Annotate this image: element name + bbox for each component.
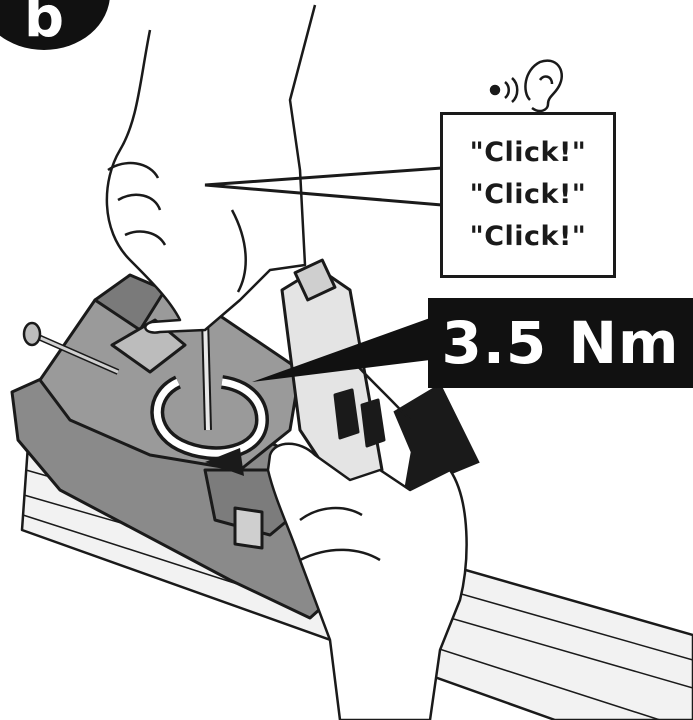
hand-pulling-strap: [266, 359, 468, 720]
click-sound-callout: "Click!" "Click!" "Click!": [440, 112, 616, 278]
torque-callout-pointer: [252, 318, 430, 382]
ear-icon: [489, 59, 563, 113]
click-text-3: "Click!": [469, 221, 587, 252]
torque-value-label: 3.5 Nm: [428, 298, 693, 388]
click-text-2: "Click!": [469, 179, 587, 210]
callout-leaders: [204, 166, 443, 207]
click-text-1: "Click!": [469, 137, 587, 168]
hand-holding-screwdriver: [105, 4, 317, 334]
tighten-rotation-arrow: [150, 375, 270, 476]
side-bolt: [22, 321, 120, 375]
step-label: b: [23, 0, 65, 50]
